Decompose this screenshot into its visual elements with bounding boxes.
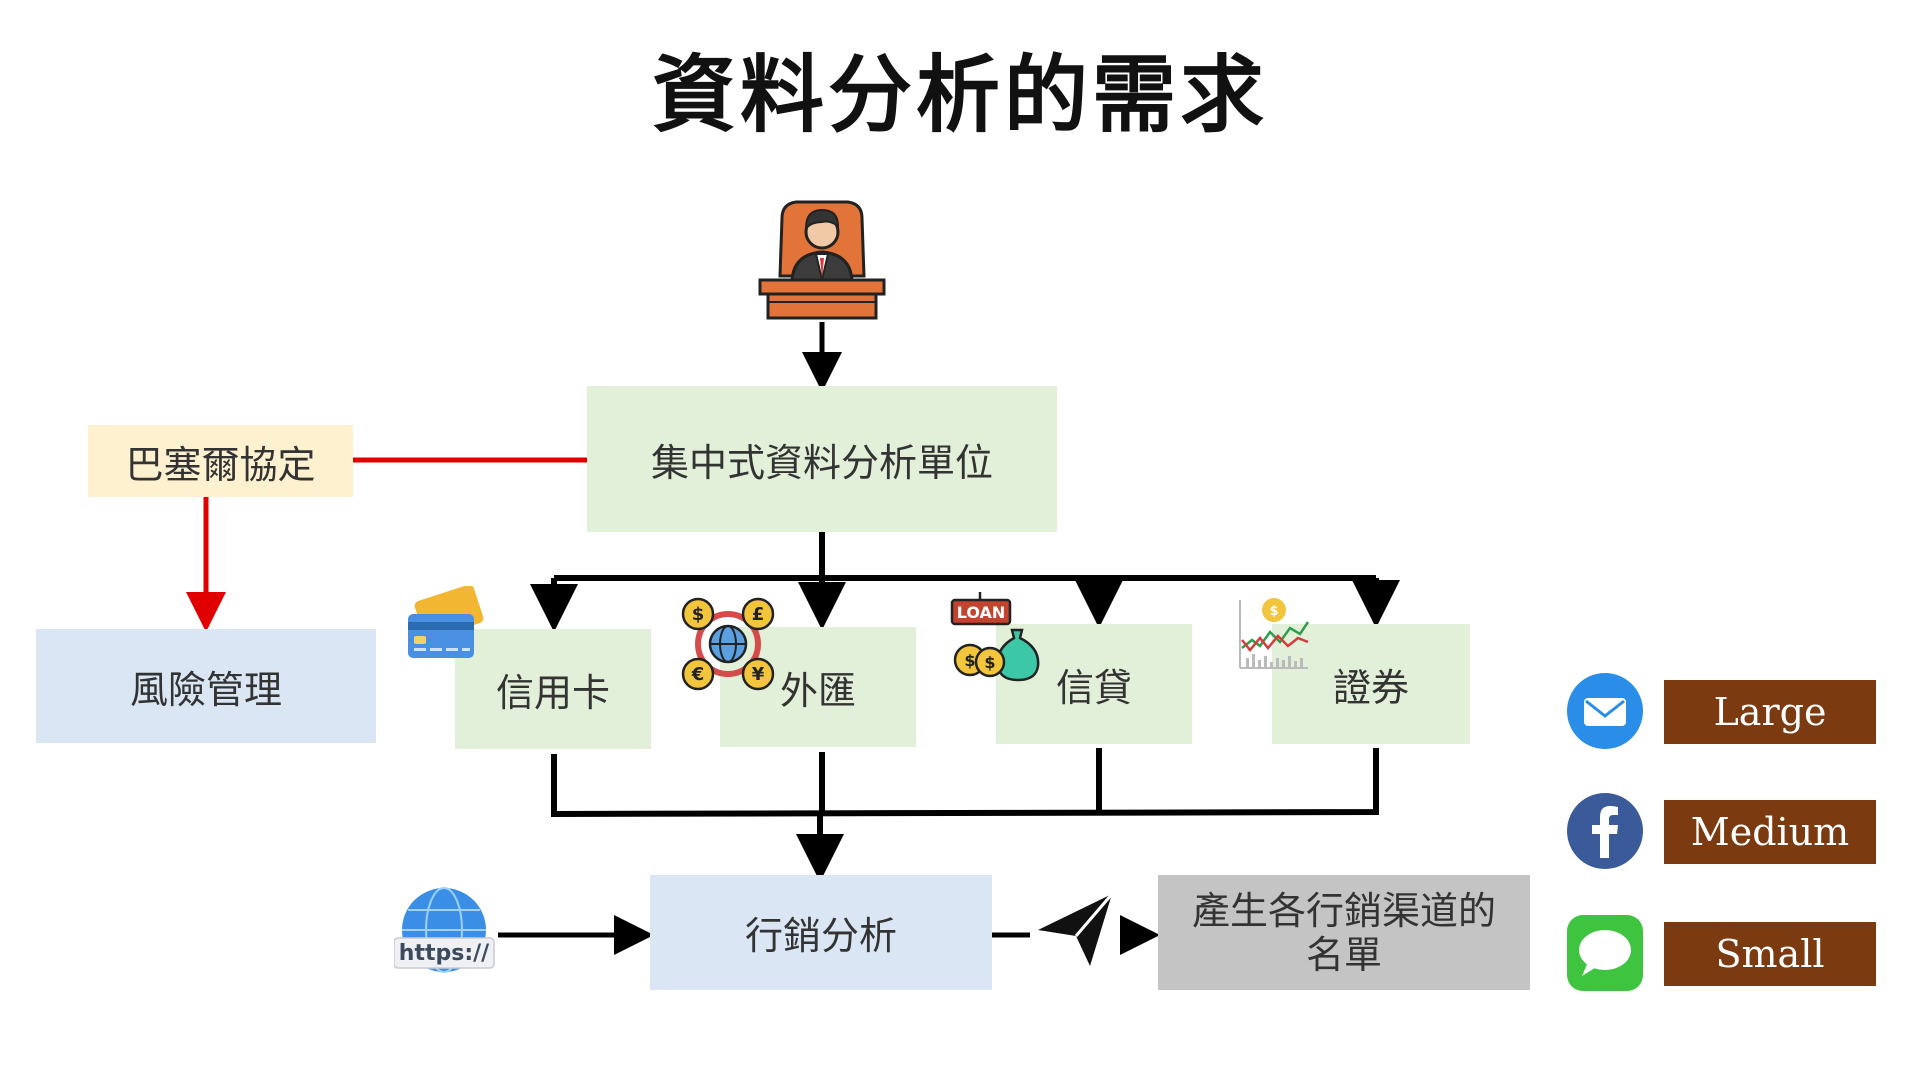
loan-money-bag-icon: LOAN $ $ bbox=[950, 592, 1040, 682]
central-analysis-unit-label: 集中式資料分析單位 bbox=[650, 440, 993, 485]
credit-card-box: 信用卡 bbox=[455, 629, 651, 749]
forex-box: 外匯 bbox=[720, 627, 916, 747]
line-bottom-bus bbox=[551, 748, 1379, 818]
executive-desk-icon bbox=[758, 200, 886, 320]
paper-plane-icon bbox=[1038, 893, 1114, 966]
svg-text:$: $ bbox=[984, 653, 995, 672]
securities-box: 證券 bbox=[1272, 624, 1470, 744]
legend-small-label: Small bbox=[1715, 932, 1825, 976]
svg-text:¥: ¥ bbox=[752, 664, 765, 685]
marketing-analysis-label: 行銷分析 bbox=[744, 914, 897, 958]
legend-small-box: Small bbox=[1664, 922, 1876, 986]
email-icon bbox=[1567, 673, 1643, 749]
loan-label: 信貸 bbox=[1055, 665, 1132, 710]
credit-card-icon bbox=[408, 586, 484, 658]
svg-text:£: £ bbox=[752, 604, 765, 625]
channel-list-output-box: 產生各行銷渠道的 名單 bbox=[1158, 875, 1530, 990]
https-icon-text: https:// bbox=[399, 941, 490, 966]
svg-text:€: € bbox=[691, 664, 705, 685]
channel-list-output-line2: 名單 bbox=[1305, 932, 1382, 977]
forex-label: 外匯 bbox=[779, 668, 856, 713]
message-icon bbox=[1567, 915, 1643, 991]
currency-exchange-icon: $ £ € ¥ bbox=[681, 597, 775, 691]
risk-management-box: 風險管理 bbox=[36, 629, 376, 743]
securities-label: 證券 bbox=[1332, 665, 1409, 710]
marketing-analysis-box: 行銷分析 bbox=[650, 875, 992, 990]
https-globe-icon: https:// bbox=[394, 887, 495, 973]
legend-medium-box: Medium bbox=[1664, 800, 1876, 864]
svg-text:$: $ bbox=[1269, 604, 1278, 619]
page-title: 資料分析的需求 bbox=[651, 46, 1268, 144]
central-analysis-unit-box: 集中式資料分析單位 bbox=[587, 386, 1057, 532]
svg-text:$: $ bbox=[964, 651, 975, 670]
facebook-icon bbox=[1567, 793, 1643, 869]
stock-chart-icon: $ bbox=[1239, 598, 1310, 669]
risk-management-label: 風險管理 bbox=[129, 667, 282, 712]
basel-accord-label: 巴塞爾協定 bbox=[125, 442, 316, 487]
channel-list-output-line1: 產生各行銷渠道的 bbox=[1191, 888, 1496, 933]
svg-text:$: $ bbox=[692, 604, 705, 625]
basel-accord-box: 巴塞爾協定 bbox=[88, 425, 353, 497]
legend-large-box: Large bbox=[1664, 680, 1876, 744]
credit-card-label: 信用卡 bbox=[495, 670, 610, 715]
legend-large-label: Large bbox=[1713, 690, 1827, 734]
legend-medium-label: Medium bbox=[1690, 810, 1850, 854]
loan-sign-text: LOAN bbox=[957, 603, 1006, 622]
